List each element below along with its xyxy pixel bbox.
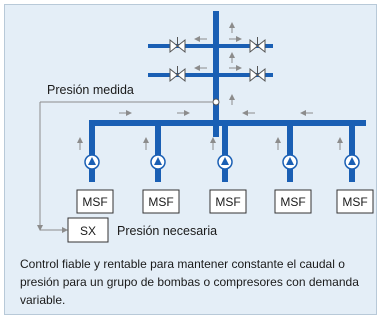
drive-box [274,189,312,214]
pressure-sensor [212,98,220,106]
drive-label: MSF [148,195,173,209]
diagram-panel: Presión medida MSF MSF MSF MSF MSF SX Presió… [4,4,377,315]
pump-group: MSF MSF MSF MSF MSF [76,120,374,214]
drive-label: MSF [280,195,305,209]
pump-system-diagram: Presión medida MSF MSF MSF MSF MSF SX Presió… [37,11,374,243]
pump-icon [84,154,100,170]
valve-icon [169,37,186,54]
caption-text: Control fiable y rentable para mantener … [20,257,359,307]
drive-label: MSF [82,195,107,209]
valve-icon [169,66,186,83]
pump-branch-pipe [287,120,293,182]
upper-branch [148,44,273,77]
pump-branch-pipe [155,120,161,182]
drive-box [336,189,374,214]
drive-box [142,189,180,214]
pump-branch-pipe [349,120,355,182]
pump-icon [150,154,166,170]
drive-label: MSF [342,195,367,209]
measured-pressure-label: Presión medida [47,83,134,97]
drive-box [76,189,114,214]
valve-icon [249,37,266,54]
flow-arrow-icon [119,94,313,116]
controller-label: SX [80,224,96,238]
pump-icon [217,154,233,170]
pump-icon [282,154,298,170]
controller-box [67,217,109,243]
pump-branch-pipe [222,120,228,182]
required-pressure-label: Presión necesaria [117,224,217,238]
valve-icon [249,66,266,83]
drive-label: MSF [215,195,240,209]
drive-box [209,189,247,214]
pump-branch-pipe [89,120,95,182]
pump-icon [344,154,360,170]
flow-arrow-icon [194,22,242,71]
